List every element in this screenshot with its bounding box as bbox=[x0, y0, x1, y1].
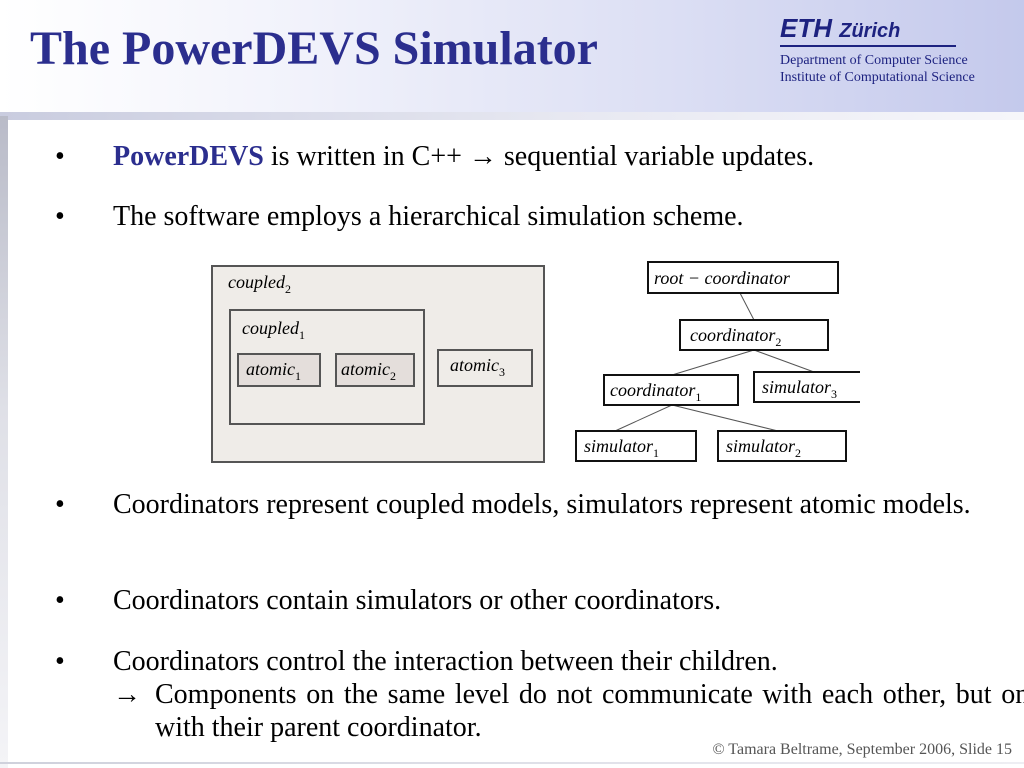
edge-root-coord2 bbox=[739, 292, 755, 321]
edge-coord1-sim1 bbox=[614, 404, 673, 432]
coordinator1-node bbox=[603, 374, 739, 406]
atomic1-box bbox=[237, 353, 321, 387]
header-divider bbox=[0, 112, 1024, 120]
bullet-text: Coordinators represent coupled models, s… bbox=[113, 489, 971, 520]
bullet-marker: • bbox=[55, 585, 65, 616]
root-coordinator-label: root − coordinator bbox=[654, 268, 791, 288]
bullet-subline: → Components on the same level do not co… bbox=[113, 678, 1024, 744]
simulator2-label: simulator2 bbox=[726, 436, 801, 460]
bullet-text: Coordinators contain simulators or other… bbox=[113, 585, 722, 616]
header-banner bbox=[0, 0, 1024, 112]
bullet-text: The software employs a hierarchical simu… bbox=[113, 201, 744, 232]
atomic1-label: atomic1 bbox=[246, 359, 301, 383]
bullet-line: Coordinators control the interaction bet… bbox=[113, 646, 778, 677]
department-name: Department of Computer Science bbox=[780, 52, 968, 68]
coupled1-label: coupled1 bbox=[242, 318, 305, 342]
bullet-text: PowerDEVS is written in C++ → sequential… bbox=[113, 140, 1024, 173]
coordinator1-label: coordinator1 bbox=[610, 380, 701, 404]
edge-coord2-coord1 bbox=[671, 349, 755, 376]
bullet-marker: • bbox=[55, 646, 65, 677]
coupled2-label: coupled2 bbox=[228, 272, 291, 296]
eth-logo-text: ETH bbox=[780, 13, 832, 43]
institute-name: Institute of Computational Science bbox=[780, 70, 975, 86]
bullet-subline-text: Components on the same level do not comm… bbox=[155, 679, 1024, 743]
arrow-icon: → bbox=[113, 679, 141, 710]
root-coordinator-node bbox=[647, 261, 839, 294]
bullet-marker: • bbox=[55, 201, 65, 232]
atomic3-label: atomic3 bbox=[450, 355, 505, 379]
eth-logo-underline bbox=[780, 44, 956, 47]
left-accent-bar bbox=[0, 116, 8, 768]
eth-logo-block: ETH Zürich Department of Computer Scienc… bbox=[780, 14, 1020, 87]
bullet-text: Coordinators control the interaction bet… bbox=[113, 645, 1024, 744]
slide-footer: © Tamara Beltrame, September 2006, Slide… bbox=[712, 741, 1012, 758]
edge-coord2-sim3 bbox=[753, 349, 815, 373]
simulator3-label: simulator3 bbox=[762, 377, 837, 401]
simulator3-node bbox=[753, 371, 860, 403]
simulator2-node bbox=[717, 430, 847, 462]
powerdevs-highlight: PowerDEVS bbox=[113, 141, 264, 172]
coordinator2-label: coordinator2 bbox=[690, 325, 781, 349]
bullet-text-rest: is written in C++ → sequential variable … bbox=[263, 141, 815, 172]
simulator1-node bbox=[575, 430, 697, 462]
bullet-marker: • bbox=[55, 489, 65, 520]
atomic3-box bbox=[437, 349, 533, 387]
atomic2-label: atomic2 bbox=[341, 359, 396, 383]
atomic2-box bbox=[335, 353, 415, 387]
model-structure-diagram: coupled2 coupled1 atomic1 atomic2 atomic… bbox=[211, 265, 545, 463]
eth-logo: ETH Zürich bbox=[780, 14, 1020, 43]
coordinator2-node bbox=[679, 319, 829, 351]
edge-coord1-sim2 bbox=[671, 404, 779, 432]
footer-divider bbox=[0, 762, 1024, 764]
eth-logo-zurich: Zürich bbox=[839, 20, 901, 42]
simulation-hierarchy-tree: root − coordinator coordinator2 coordina… bbox=[575, 261, 860, 462]
simulator1-label: simulator1 bbox=[584, 436, 659, 460]
bullet-marker: • bbox=[55, 141, 65, 172]
slide-title: The PowerDEVS Simulator bbox=[30, 22, 598, 75]
